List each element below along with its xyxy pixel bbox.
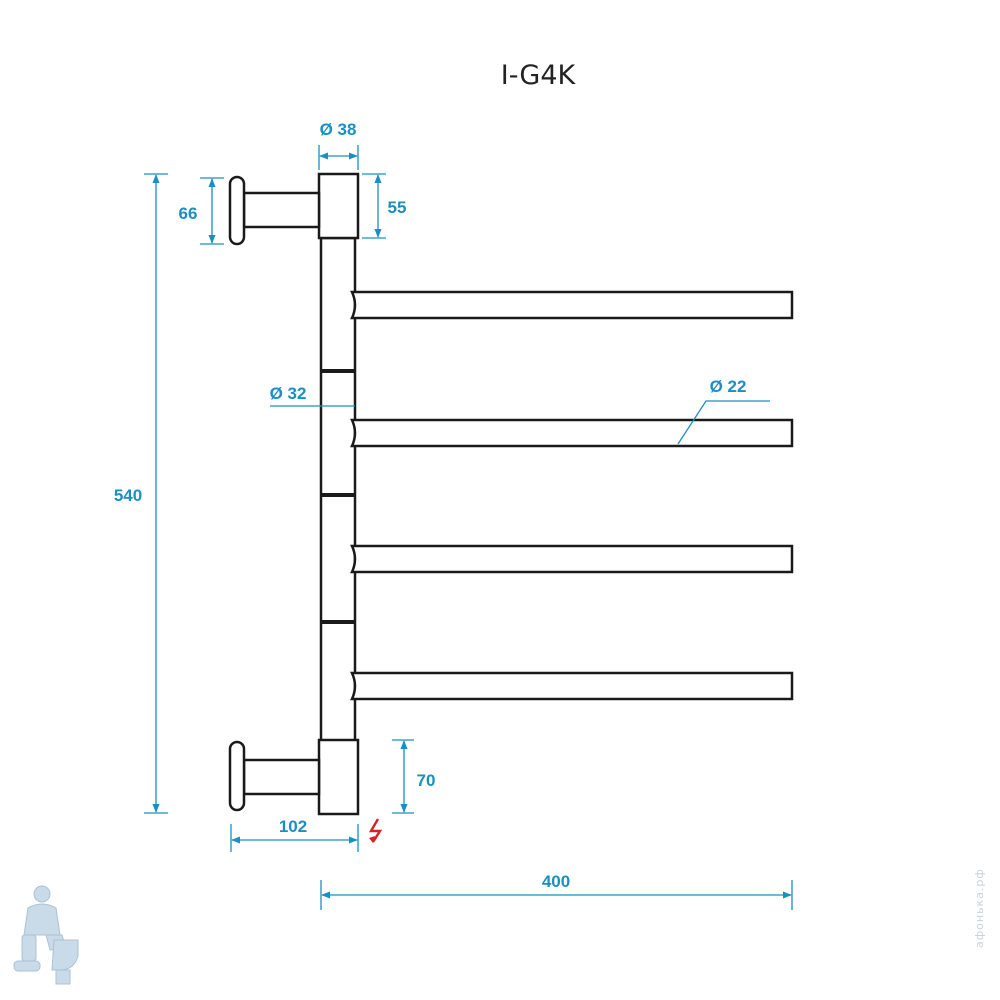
model-title: I-G4K (501, 60, 577, 91)
label-mount-plate-height: 66 (179, 204, 198, 223)
swivel-bar-4 (350, 671, 794, 701)
plumber-logo-icon (13, 885, 79, 985)
lower-wall-plate (228, 740, 246, 812)
riser-tube (319, 236, 357, 743)
swivel-bar-3 (350, 544, 794, 574)
lower-arm (242, 758, 321, 796)
dim-bar-leader (677, 400, 770, 445)
upper-arm (242, 191, 321, 229)
swivel-bar-2 (350, 418, 794, 448)
label-lower-block-height: 70 (417, 771, 436, 790)
label-tube-diameter: Ø 38 (320, 120, 357, 139)
towel-rail-outline (228, 172, 794, 816)
watermark: афонька.рф (973, 868, 986, 948)
upper-block (317, 172, 360, 240)
dimension-lines (144, 145, 793, 910)
swivel-bar-1 (350, 290, 794, 320)
lower-block (317, 738, 360, 816)
riser-joints (321, 369, 355, 624)
label-overall-height: 540 (114, 486, 142, 505)
label-upper-block-height: 55 (388, 198, 407, 217)
upper-wall-plate (228, 175, 246, 246)
label-bar-diameter: Ø 22 (710, 377, 747, 396)
label-riser-diameter: Ø 32 (270, 384, 307, 403)
label-wall-offset: 102 (279, 817, 307, 836)
label-bar-length: 400 (542, 872, 570, 891)
dimension-labels: Ø 38 55 66 540 Ø 32 Ø 22 70 102 400 (114, 120, 747, 891)
lightning-icon (368, 818, 383, 843)
